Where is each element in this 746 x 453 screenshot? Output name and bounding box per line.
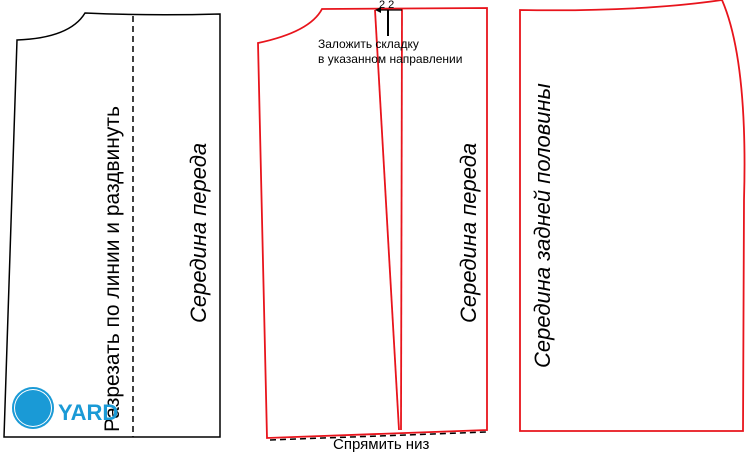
middle-piece-outline (257, 7, 488, 439)
arrow-head-icon (375, 7, 381, 13)
right-piece-outline (519, 0, 746, 432)
hem-dashed-line (269, 431, 488, 441)
fold-numbers: 2 2 (379, 0, 395, 11)
logo-icon (12, 387, 54, 429)
left-piece-outline (3, 12, 221, 438)
fold-line-left (374, 9, 400, 431)
fold-instruction-line2: в указанном направлении (318, 52, 463, 66)
right-center-label: Середина задней половины (530, 83, 555, 368)
cut-line-label: Разрезать по линии и раздвинуть (101, 106, 124, 432)
fold-line-right (400, 8, 403, 431)
middle-center-label: Середина переда (456, 142, 481, 323)
fold-instruction-line1: Заложить складку (318, 37, 419, 51)
logo-text: YARD (58, 400, 119, 425)
left-center-label: Середина переда (186, 142, 211, 323)
hem-label: Спрямить низ (333, 436, 430, 453)
watermark-logo: YARD (12, 387, 118, 429)
